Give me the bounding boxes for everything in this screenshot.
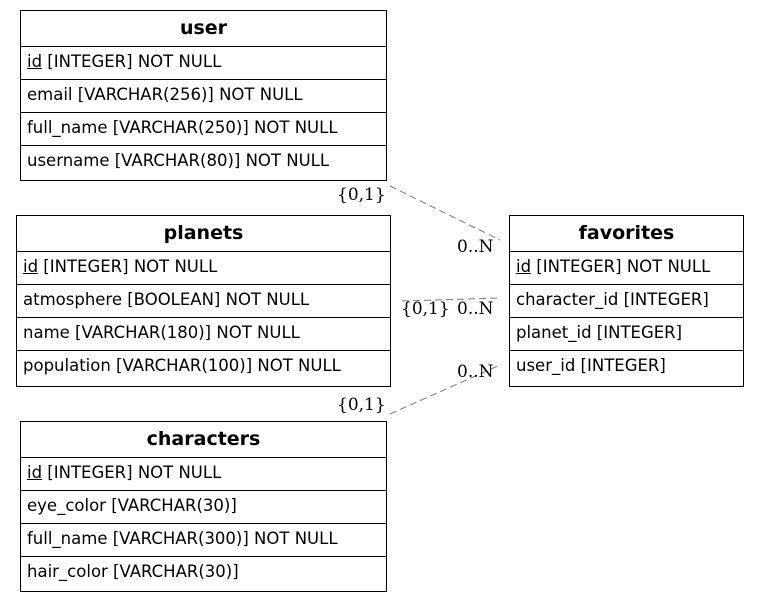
entity-title: characters [21, 422, 386, 458]
entity-field: atmosphere [BOOLEAN] NOT NULL [17, 285, 390, 318]
primary-key: id [516, 257, 532, 276]
edge-planets-favorites [401, 297, 501, 302]
cardinality-label: {0,1} [337, 185, 386, 205]
field-type: [INTEGER] NOT NULL [531, 257, 711, 276]
entity-user[interactable]: user id [INTEGER] NOT NULL email [VARCHA… [20, 10, 387, 181]
entity-field: hair_color [VARCHAR(30)] [27, 562, 239, 581]
cardinality-label: 0..N [457, 299, 494, 319]
field-type: [INTEGER] NOT NULL [42, 463, 222, 482]
entity-characters[interactable]: characters id [INTEGER] NOT NULL eye_col… [20, 421, 387, 592]
field-type: [INTEGER] NOT NULL [42, 52, 222, 71]
entity-field: name [VARCHAR(180)] NOT NULL [17, 318, 390, 351]
primary-key: id [23, 257, 39, 276]
cardinality-label: {0,1} [401, 299, 450, 319]
entity-field-pk: id [INTEGER] NOT NULL [510, 252, 743, 285]
edge-user-favorites [389, 185, 501, 241]
entity-field-pk: id [INTEGER] NOT NULL [21, 458, 386, 491]
entity-field: full_name [VARCHAR(250)] NOT NULL [21, 113, 386, 146]
entity-field: username [VARCHAR(80)] NOT NULL [27, 151, 330, 170]
cardinality-label: 0..N [457, 237, 494, 257]
entity-field-pk: id [INTEGER] NOT NULL [17, 252, 390, 285]
edge-characters-favorites [389, 364, 501, 415]
primary-key: id [27, 463, 43, 482]
entity-title: user [21, 11, 386, 47]
entity-planets[interactable]: planets id [INTEGER] NOT NULL atmosphere… [16, 215, 391, 387]
cardinality-label: {0,1} [337, 395, 386, 415]
entity-title: favorites [510, 216, 743, 252]
entity-field: eye_color [VARCHAR(30)] [21, 491, 386, 524]
entity-field: email [VARCHAR(256)] NOT NULL [21, 80, 386, 113]
entity-field: population [VARCHAR(100)] NOT NULL [23, 356, 341, 375]
entity-field-pk: id [INTEGER] NOT NULL [21, 47, 386, 80]
entity-field: planet_id [INTEGER] [510, 318, 743, 351]
field-type: [INTEGER] NOT NULL [38, 257, 218, 276]
cardinality-label: 0..N [457, 362, 494, 382]
entity-field: full_name [VARCHAR(300)] NOT NULL [21, 524, 386, 557]
entity-field: character_id [INTEGER] [510, 285, 743, 318]
entity-field: user_id [INTEGER] [516, 356, 666, 375]
entity-favorites[interactable]: favorites id [INTEGER] NOT NULL characte… [509, 215, 744, 387]
primary-key: id [27, 52, 43, 71]
entity-title: planets [17, 216, 390, 252]
